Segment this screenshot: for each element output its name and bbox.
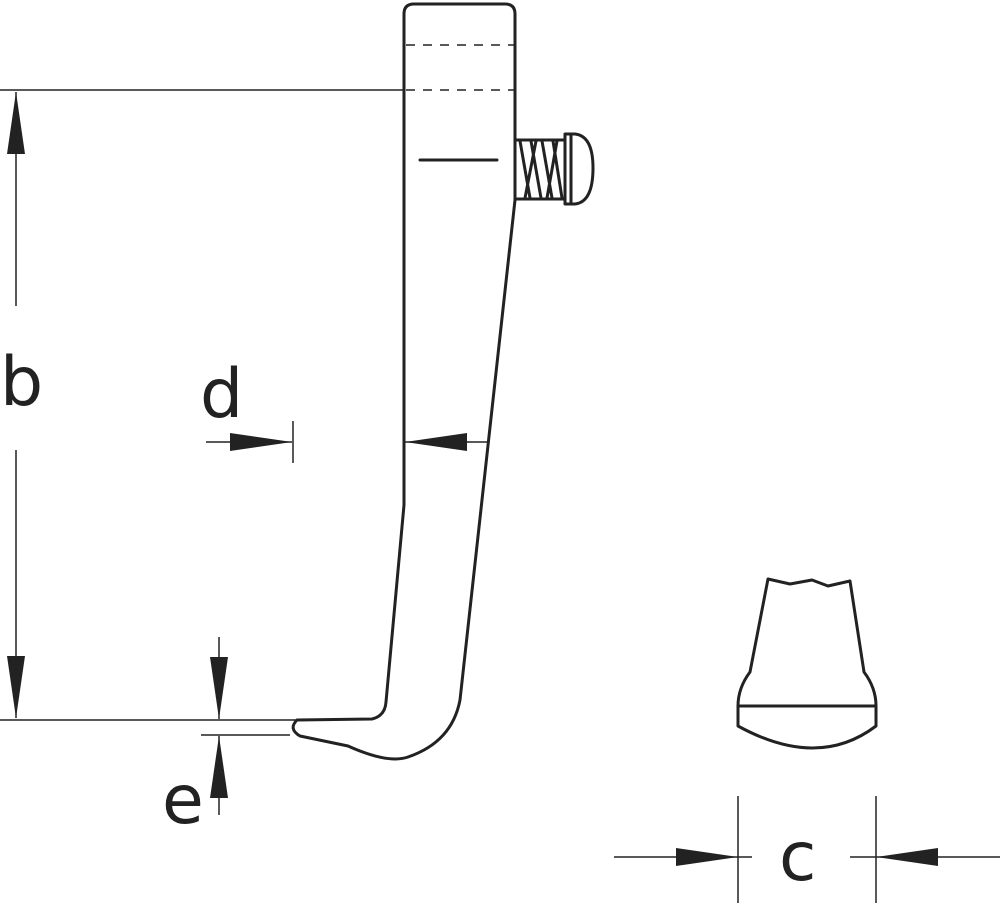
- dim-d-label: d: [200, 355, 243, 434]
- tip-cross-section: [736, 577, 878, 750]
- dim-e-arrow-bottom: [210, 736, 228, 798]
- dimension-e: e: [162, 637, 290, 840]
- jaw-outline: [291, 2, 517, 761]
- dim-e-arrow-top: [210, 657, 228, 719]
- dim-c-label: c: [779, 818, 816, 897]
- dimension-c: c: [614, 796, 1000, 903]
- dim-d-arrow-left: [230, 433, 292, 451]
- dim-b-arrow-bottom: [7, 656, 25, 718]
- dimension-b: b: [0, 89, 404, 721]
- dim-b-label: b: [0, 343, 43, 422]
- section-outline: [736, 577, 878, 750]
- pin-head: [563, 132, 595, 206]
- dimension-d: d: [200, 355, 488, 463]
- pin-spring-coils: [518, 139, 564, 200]
- dim-e-label: e: [162, 761, 204, 840]
- dim-d-arrow-right: [405, 433, 467, 451]
- jaw-body: [291, 2, 517, 761]
- dim-b-arrow-top: [7, 92, 25, 154]
- dim-c-arrow-left: [676, 848, 738, 866]
- spring-pin: [513, 132, 595, 206]
- dim-c-arrow-right: [876, 848, 938, 866]
